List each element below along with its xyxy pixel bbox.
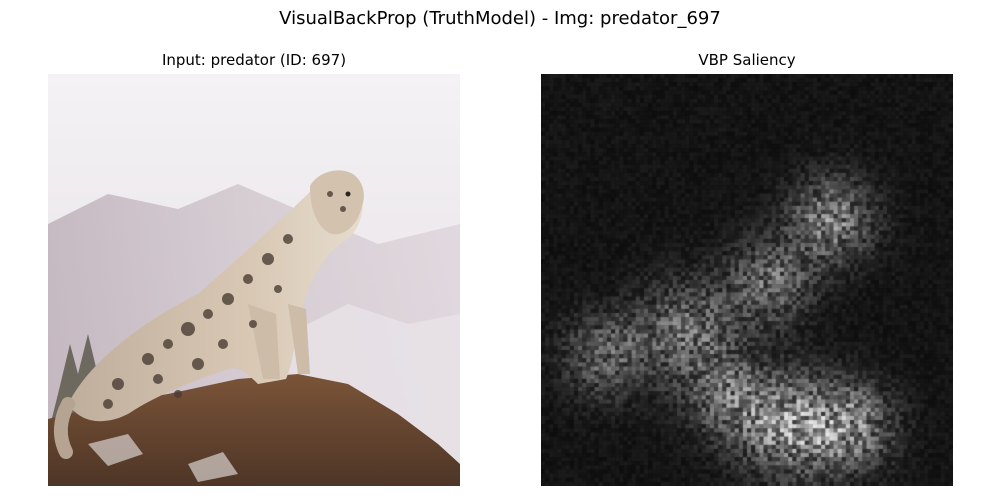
rock-snow-patches — [88, 434, 238, 482]
leopard-spots — [103, 191, 346, 409]
snow-leopard-photo — [48, 74, 460, 486]
leopard-eye — [345, 191, 351, 197]
saliency-map-panel — [541, 74, 953, 486]
leopard-tail — [54, 397, 75, 459]
input-image-panel — [48, 74, 460, 486]
figure-title: VisualBackProp (TruthModel) - Img: preda… — [279, 8, 721, 29]
leopard-head — [310, 170, 364, 235]
leopard-front-legs — [248, 304, 310, 379]
saliency-heatmap — [541, 74, 953, 486]
saliency-map-title: VBP Saliency — [698, 51, 796, 69]
input-image-title: Input: predator (ID: 697) — [161, 51, 347, 69]
rock-outcrop — [48, 374, 460, 486]
